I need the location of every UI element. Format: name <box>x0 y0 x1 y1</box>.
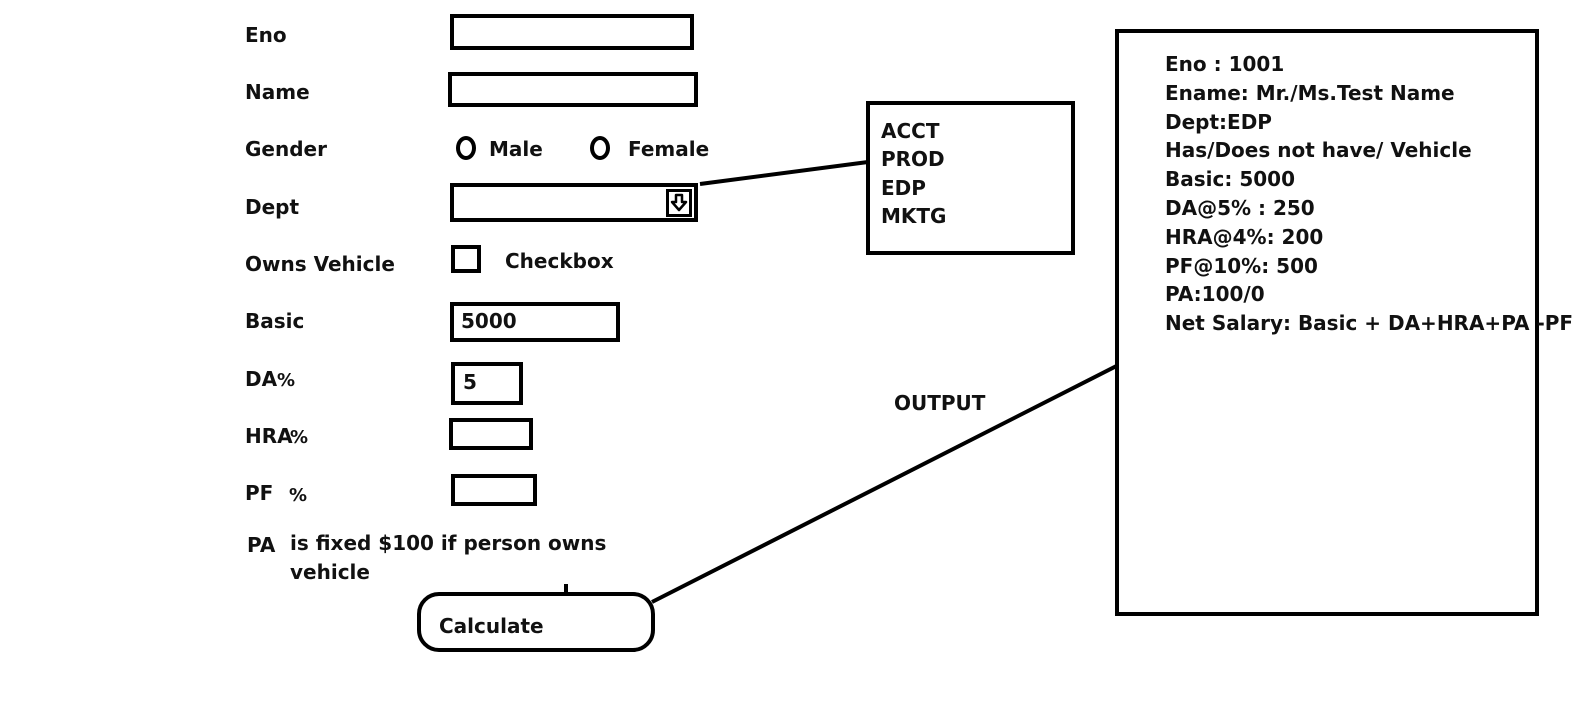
output-line-vehicle: Has/Does not have/ Vehicle <box>1165 138 1472 163</box>
gender-label: Gender <box>245 137 327 161</box>
gender-female-radio[interactable] <box>590 136 610 160</box>
dept-option-acct[interactable]: ACCT <box>881 119 940 143</box>
pf-percent-sign: % <box>289 485 308 506</box>
eno-label: Eno <box>245 23 287 47</box>
gender-female-label: Female <box>628 137 710 161</box>
hra-percent-sign: % <box>290 427 309 448</box>
output-label: OUTPUT <box>894 391 986 415</box>
dropdown-arrow-button[interactable] <box>666 189 692 217</box>
pf-label: PF <box>245 481 274 505</box>
chevron-down-icon <box>670 193 688 212</box>
output-line-hra: HRA@4%: 200 <box>1165 224 1324 249</box>
checkbox-caption: Checkbox <box>505 249 614 273</box>
pa-note-line2: vehicle <box>290 560 370 584</box>
basic-input[interactable] <box>450 302 620 342</box>
calculate-button[interactable]: Calculate <box>417 592 655 652</box>
pf-input[interactable] <box>451 474 537 506</box>
da-percent-sign: % <box>277 370 296 391</box>
output-panel <box>1115 29 1539 616</box>
output-line-ename: Ename: Mr./Ms.Test Name <box>1165 80 1455 105</box>
gender-male-radio[interactable] <box>456 136 476 160</box>
dept-options-list <box>866 101 1075 255</box>
output-line-net-salary: Net Salary: Basic + DA+HRA+PA -PF <box>1165 311 1574 336</box>
dept-option-edp[interactable]: EDP <box>881 176 926 200</box>
dept-label: Dept <box>245 195 300 219</box>
da-value: 5 <box>463 370 477 394</box>
output-line-pf: PF@10%: 500 <box>1165 253 1318 278</box>
output-lines: Eno : 1001 Ename: Mr./Ms.Test Name Dept:… <box>1165 50 1573 338</box>
dept-select[interactable] <box>450 183 698 222</box>
gender-male-label: Male <box>489 137 543 161</box>
calculate-button-label: Calculate <box>439 614 544 638</box>
basic-value: 5000 <box>461 309 517 333</box>
da-input[interactable] <box>451 362 523 405</box>
name-label: Name <box>245 80 310 104</box>
output-line-basic: Basic: 5000 <box>1165 167 1295 192</box>
output-line-eno: Eno : 1001 <box>1165 52 1285 76</box>
owns-vehicle-label: Owns Vehicle <box>245 252 395 276</box>
pa-note-line1: is fixed $100 if person owns <box>290 531 607 555</box>
owns-vehicle-checkbox[interactable] <box>451 245 481 273</box>
da-label: DA <box>245 367 278 391</box>
name-input[interactable] <box>448 72 698 107</box>
dept-to-options-connector <box>699 160 869 186</box>
eno-input[interactable] <box>450 14 694 50</box>
output-line-da: DA@5% : 250 <box>1165 195 1315 220</box>
pa-label: PA <box>247 533 276 557</box>
hra-label: HRA <box>245 424 293 448</box>
dept-option-mktg[interactable]: MKTG <box>881 204 947 228</box>
basic-label: Basic <box>245 309 305 333</box>
output-line-dept: Dept:EDP <box>1165 109 1272 134</box>
output-line-pa: PA:100/0 <box>1165 282 1265 307</box>
dept-option-prod[interactable]: PROD <box>881 147 945 171</box>
calculate-to-output-connector <box>651 348 1149 604</box>
hra-input[interactable] <box>449 418 533 450</box>
